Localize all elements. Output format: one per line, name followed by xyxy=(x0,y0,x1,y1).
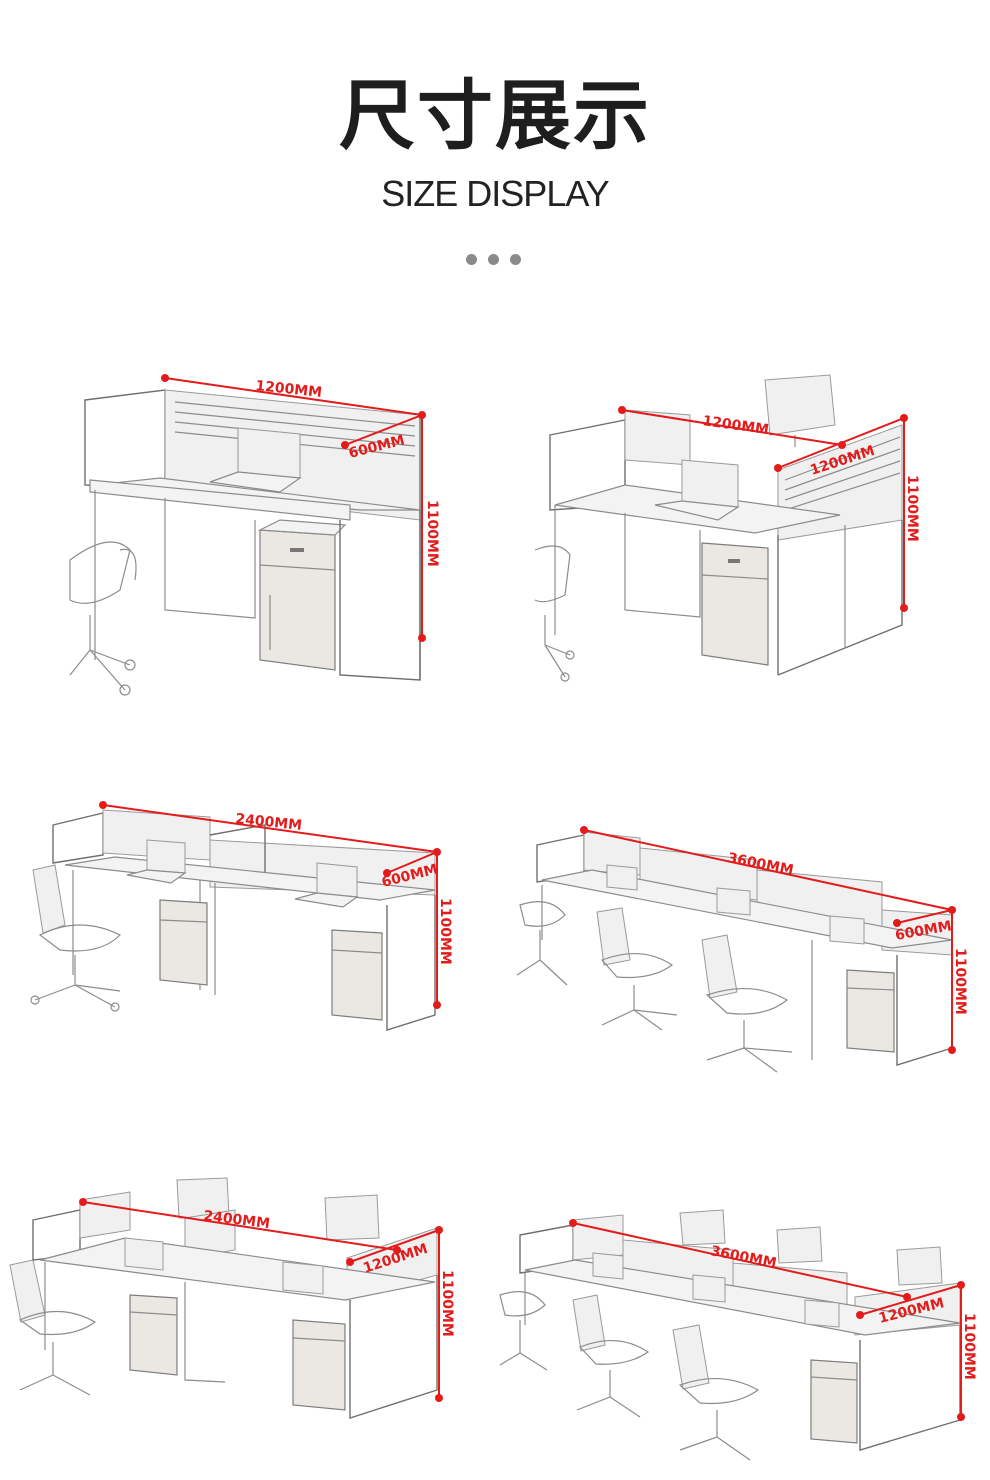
office-chair-icon xyxy=(30,864,122,1012)
dots-divider xyxy=(466,254,526,266)
laptop-icon xyxy=(282,1261,324,1295)
height-dimension-line xyxy=(435,1230,443,1402)
diagram-three-seat-row: 3600MM 600MM 1100MM xyxy=(516,826,968,1073)
office-chair-icon xyxy=(516,901,568,986)
office-chair-icon xyxy=(572,1294,650,1418)
height-label: 1100MM xyxy=(437,898,453,965)
drawer-pedestal xyxy=(292,1319,346,1411)
height-dimension-line xyxy=(433,852,441,1009)
page-title: 尺寸展示 xyxy=(339,71,651,160)
height-dimension-line xyxy=(948,910,956,1054)
height-dimension-line xyxy=(957,1285,965,1421)
diagram-single-workstation: 1200MM 600MM 1100MM xyxy=(69,374,440,696)
width-dimension-line xyxy=(569,1219,911,1301)
height-dimension-line xyxy=(418,415,426,642)
diagram-two-seat-row: 2400MM 600MM 1100MM xyxy=(30,801,453,1031)
width-label: 2400MM xyxy=(235,811,303,834)
page-subtitle: SIZE DISPLAY xyxy=(381,173,609,214)
laptop-icon xyxy=(294,862,359,908)
drawer-pedestal xyxy=(129,1294,178,1376)
dot-icon xyxy=(488,254,499,265)
drawer-pedestal xyxy=(159,899,208,986)
width-label: 1200MM xyxy=(255,378,323,401)
drawer-pedestal xyxy=(810,1359,858,1444)
width-dimension-line xyxy=(618,406,846,449)
diagram-six-seat-cluster: 3600MM 1200MM 1100MM xyxy=(499,1209,977,1461)
laptop-icon xyxy=(829,915,865,945)
width-label: 1200MM xyxy=(701,413,769,438)
drawer-pedestal xyxy=(846,969,895,1053)
laptop-icon xyxy=(209,427,302,493)
office-chair-icon xyxy=(69,541,137,696)
office-chair-icon xyxy=(701,934,793,1073)
width-dimension-line xyxy=(79,1198,401,1254)
height-label: 1100MM xyxy=(952,948,968,1015)
diagram-four-seat-cluster: 2400MM 1200MM 1100MM xyxy=(9,1177,455,1419)
depth-dimension-line xyxy=(893,909,953,927)
depth-dimension-line xyxy=(383,851,438,877)
office-chair-icon xyxy=(764,374,836,447)
height-label: 1100MM xyxy=(424,500,440,567)
laptop-icon xyxy=(592,1252,624,1280)
height-label: 1100MM xyxy=(439,1270,455,1337)
laptop-icon xyxy=(654,459,740,521)
office-chair-icon xyxy=(9,1259,97,1396)
office-chair-icon xyxy=(499,1291,548,1371)
height-label: 1100MM xyxy=(961,1313,977,1380)
laptop-icon xyxy=(716,887,751,916)
office-chair-icon xyxy=(896,1246,943,1286)
dot-icon xyxy=(466,254,477,265)
drawer-pedestal xyxy=(257,519,347,671)
laptop-icon xyxy=(126,839,187,884)
drawer-pedestal xyxy=(331,929,383,1021)
office-chair-icon xyxy=(596,907,678,1031)
height-label: 1100MM xyxy=(904,475,920,542)
laptop-icon xyxy=(124,1237,164,1271)
laptop-icon xyxy=(804,1299,840,1328)
depth-dimension-line xyxy=(341,414,423,449)
office-chair-icon xyxy=(776,1226,823,1264)
office-chair-icon xyxy=(534,545,575,682)
office-chair-icon xyxy=(672,1324,760,1461)
dot-icon xyxy=(510,254,521,265)
office-chair-icon xyxy=(324,1194,380,1241)
office-chair-icon xyxy=(679,1209,726,1246)
drawer-pedestal xyxy=(701,542,769,666)
diagram-double-facing-workstation: 1200MM 1200MM 1100MM xyxy=(534,374,920,682)
laptop-icon xyxy=(692,1274,726,1303)
depth-dimension-line xyxy=(346,1226,443,1266)
height-dimension-line xyxy=(900,418,908,612)
laptop-icon xyxy=(606,864,638,891)
